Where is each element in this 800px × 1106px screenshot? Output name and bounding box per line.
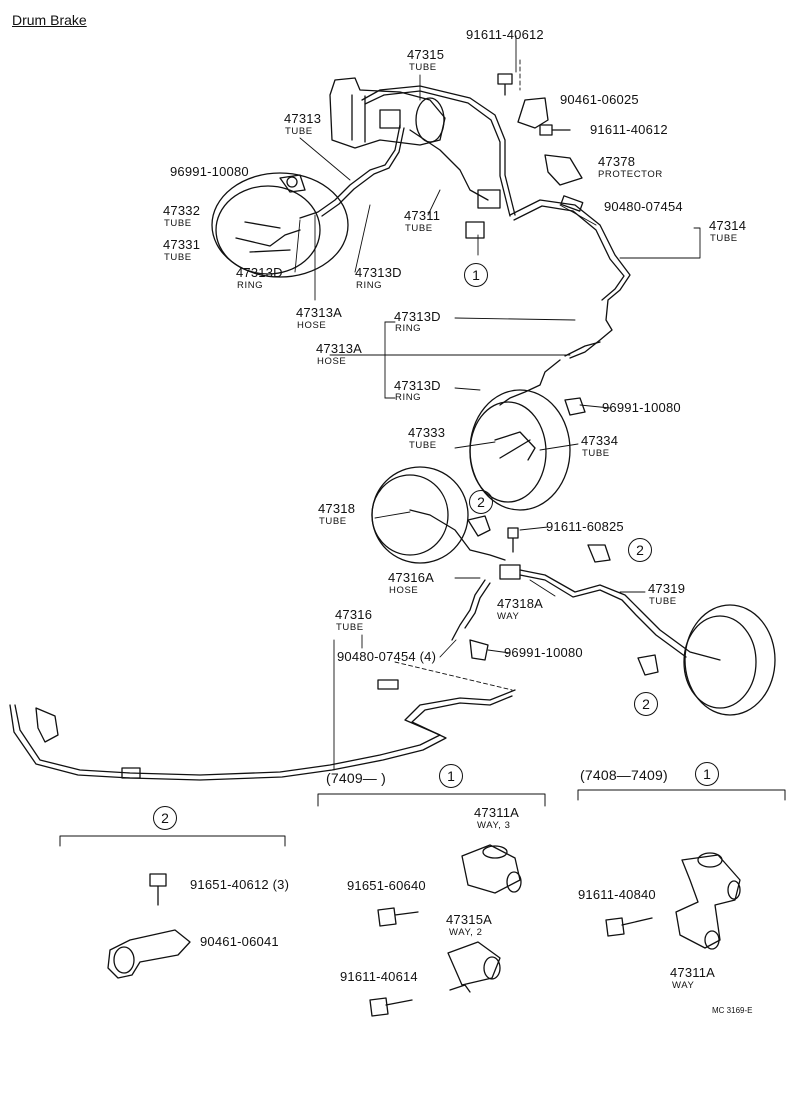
circle-ref-1-b: 1 bbox=[439, 764, 463, 788]
part-name-47331: TUBE bbox=[164, 252, 192, 263]
part-number-47313D-c: 47313D bbox=[394, 309, 441, 324]
part-number-47318A: 47318A bbox=[497, 596, 544, 611]
tube-47316 bbox=[14, 689, 516, 776]
part-name-47378: PROTECTOR bbox=[598, 169, 663, 180]
part-name-47316: TUBE bbox=[336, 622, 364, 633]
number-96991-10080-c: 96991-10080 bbox=[504, 645, 583, 660]
circle-ref-1-a: 1 bbox=[464, 263, 488, 287]
number-91651-60640: 91651-60640 bbox=[347, 878, 426, 893]
number-90480-07454-a: 90480-07454 bbox=[604, 199, 683, 214]
part-number-47313D-b: 47313D bbox=[355, 265, 402, 280]
number-90461-06041: 90461-06041 bbox=[200, 934, 279, 949]
part-name-47318: TUBE bbox=[319, 516, 347, 527]
page-title: Drum Brake bbox=[12, 12, 87, 28]
part-name-47311A-a: WAY, 3 bbox=[477, 820, 511, 831]
number-91611-40614: 91611-40614 bbox=[340, 969, 418, 984]
part-name-47316A: HOSE bbox=[389, 585, 419, 596]
part-name-47314: TUBE bbox=[710, 233, 738, 244]
bolt-91611-40612 bbox=[497, 73, 513, 96]
part-name-47318A: WAY bbox=[497, 611, 520, 622]
section-label-7409: (7409— ) bbox=[326, 770, 386, 786]
way-47311A bbox=[675, 854, 741, 949]
part-number-47311A-a: 47311A bbox=[474, 805, 520, 820]
part-number-47311: 47311 bbox=[404, 208, 441, 223]
part-number-47378: 47378 bbox=[598, 154, 636, 169]
part-number-47316A: 47316A bbox=[388, 570, 435, 585]
clip-90480 bbox=[377, 679, 399, 690]
number-91611-60825: 91611-60825 bbox=[546, 519, 624, 534]
part-number-47319: 47319 bbox=[648, 581, 686, 596]
circle-ref-1-c: 1 bbox=[695, 762, 719, 786]
rear-drum-left bbox=[371, 466, 469, 564]
part-name-47313D-a: RING bbox=[237, 280, 264, 291]
number-91651-40612: 91651-40612 (3) bbox=[190, 877, 290, 892]
clamp-90461-06041 bbox=[107, 929, 191, 979]
part-number-47331: 47331 bbox=[163, 237, 201, 252]
part-name-47315A: WAY, 2 bbox=[449, 927, 483, 938]
part-name-47313D-c: RING bbox=[395, 323, 422, 334]
section-label-7408-7409: (7408—7409) bbox=[580, 767, 668, 783]
part-name-47313A-a: HOSE bbox=[297, 320, 327, 331]
part-number-47313A-a: 47313A bbox=[296, 305, 343, 320]
part-number-47315A: 47315A bbox=[446, 912, 493, 927]
part-name-47332: TUBE bbox=[164, 218, 192, 229]
number-96991-10080-b: 96991-10080 bbox=[602, 400, 681, 415]
part-number-47311A-b: 47311A bbox=[670, 965, 716, 980]
part-name-47334: TUBE bbox=[582, 448, 610, 459]
circle-ref-2-c: 2 bbox=[634, 692, 658, 716]
part-number-47332: 47332 bbox=[163, 203, 201, 218]
tube-47311 bbox=[409, 129, 489, 201]
left-booster bbox=[211, 172, 349, 278]
part-number-47315: 47315 bbox=[407, 47, 445, 62]
part-name-47313A-b: HOSE bbox=[317, 356, 347, 367]
bolt-91651-60640 bbox=[377, 907, 419, 927]
part-number-47313D-d: 47313D bbox=[394, 378, 441, 393]
way-47315A bbox=[447, 941, 501, 986]
tube-47315 bbox=[361, 85, 516, 216]
tube-47319 bbox=[519, 569, 721, 661]
master-cylinder bbox=[329, 77, 446, 149]
protector-47378 bbox=[544, 154, 583, 186]
bracket-90461-06025 bbox=[517, 97, 549, 129]
figure-code: MC 3169-E bbox=[712, 1006, 753, 1015]
part-name-47311A-b: WAY bbox=[672, 980, 695, 991]
part-number-47313: 47313 bbox=[284, 111, 322, 126]
part-name-47315: TUBE bbox=[409, 62, 437, 73]
tube-47314 bbox=[509, 199, 631, 359]
way-47318A bbox=[499, 564, 521, 580]
number-96991-10080-a: 96991-10080 bbox=[170, 164, 249, 179]
number-90480-07454-b: 90480-07454 (4) bbox=[337, 649, 437, 664]
part-number-47334: 47334 bbox=[581, 433, 619, 448]
part-number-47313A-b: 47313A bbox=[316, 341, 363, 356]
part-name-47311: TUBE bbox=[405, 223, 433, 234]
part-name-47313: TUBE bbox=[285, 126, 313, 137]
tube-47318 bbox=[409, 509, 506, 561]
proportioning-valve bbox=[477, 189, 501, 209]
part-number-47316: 47316 bbox=[335, 607, 373, 622]
circle-ref-2-b: 2 bbox=[628, 538, 652, 562]
number-91611-40840: 91611-40840 bbox=[578, 887, 656, 902]
tube-47313 bbox=[299, 124, 401, 219]
circle-ref-2-d: 2 bbox=[153, 806, 177, 830]
hose-47313A bbox=[499, 359, 561, 406]
circle-ref-2-a: 2 bbox=[469, 490, 493, 514]
part-name-47313D-d: RING bbox=[395, 392, 422, 403]
number-91611-40612-a: 91611-40612 bbox=[466, 27, 544, 42]
part-number-47313D-a: 47313D bbox=[236, 265, 283, 280]
bolt-91611-40840 bbox=[605, 917, 653, 937]
number-91611-40612-b: 91611-40612 bbox=[590, 122, 668, 137]
part-name-47333: TUBE bbox=[409, 440, 437, 451]
part-name-47319: TUBE bbox=[649, 596, 677, 607]
part-number-47333: 47333 bbox=[408, 425, 446, 440]
bolt-91651-40612 bbox=[149, 873, 167, 906]
number-90461-06025: 90461-06025 bbox=[560, 92, 639, 107]
way-47311A-3 bbox=[461, 844, 521, 894]
bolt-91611-40614 bbox=[369, 997, 413, 1017]
part-number-47318: 47318 bbox=[318, 501, 356, 516]
hose-47316A bbox=[451, 579, 486, 641]
part-name-47313D-b: RING bbox=[356, 280, 383, 291]
rear-drum-right bbox=[684, 604, 776, 716]
part-number-47314: 47314 bbox=[709, 218, 747, 233]
